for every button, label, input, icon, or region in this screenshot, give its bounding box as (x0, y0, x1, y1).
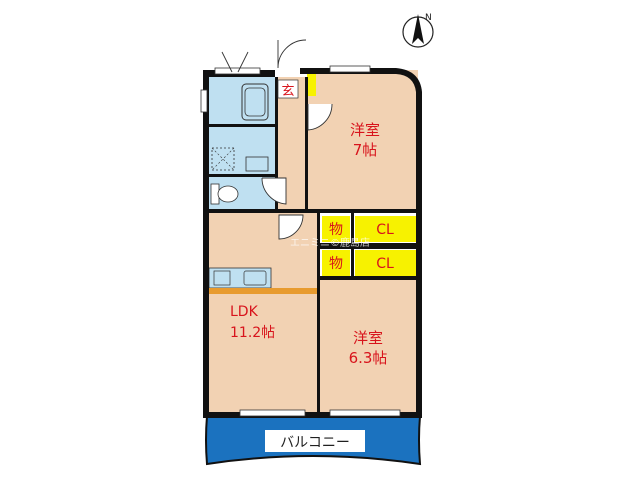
western-room-2-size: 6.3帖 (349, 349, 388, 367)
washing-machine-icon (211, 147, 235, 171)
ldk-floor (207, 212, 317, 414)
western-room-1-size: 7帖 (353, 141, 378, 159)
closet-1-label: CL (376, 222, 394, 238)
western-room-2-floor (320, 280, 418, 414)
toilet-icon (210, 183, 239, 205)
ldk-size: 11.2帖 (230, 325, 275, 341)
shoe-cabinet (307, 72, 316, 96)
western-room-1-name: 洋室 (350, 121, 380, 139)
storage-1-label: 物 (329, 222, 343, 238)
western-room-1-floor (308, 70, 418, 210)
north-label: N (425, 13, 432, 23)
north-compass-icon: N (402, 13, 434, 48)
balcony-label: バルコニー (280, 435, 350, 451)
western-room-2-name: 洋室 (353, 329, 383, 347)
windows (200, 65, 401, 417)
door-swings (221, 39, 333, 240)
balcony: バルコニー (205, 415, 422, 466)
storage-1 (322, 216, 350, 242)
closet-2 (355, 250, 417, 276)
entrance-label: 玄 (281, 84, 294, 99)
washbasin-icon (245, 156, 269, 172)
watermark: エニミニ©鹿島店 (290, 236, 370, 249)
bathtub-icon (241, 83, 269, 121)
closet-1 (355, 216, 417, 242)
ldk-name: LDK (230, 304, 259, 320)
closet-2-label: CL (376, 256, 394, 272)
storage-2-label: 物 (329, 256, 343, 272)
storage-2 (322, 250, 350, 276)
entrance-area (277, 79, 299, 99)
